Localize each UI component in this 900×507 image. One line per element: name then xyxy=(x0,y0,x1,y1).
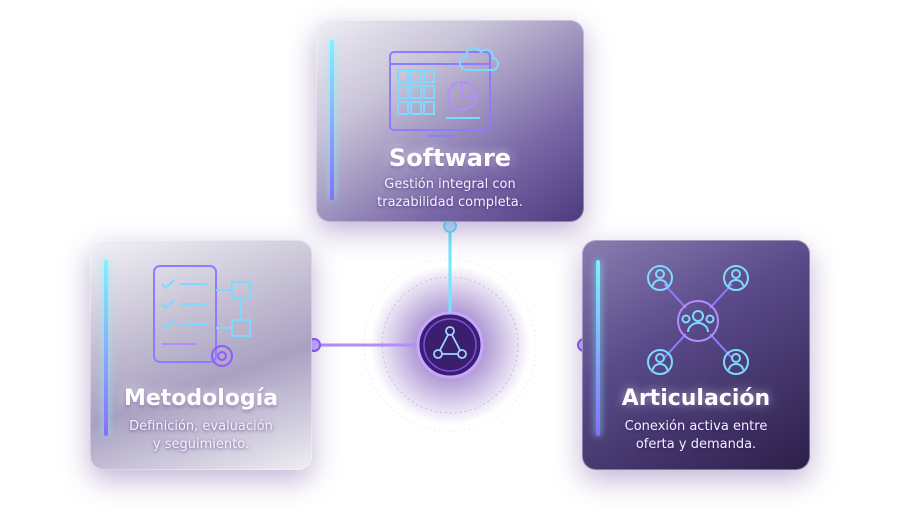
card-metodologia: Metodología Definición, evaluación y seg… xyxy=(90,240,312,470)
card-description-line-2: y seguimiento. xyxy=(152,437,250,452)
hub-node xyxy=(416,311,484,379)
card-description-line-2: trazabilidad completa. xyxy=(377,195,523,210)
card-description-line-1: Conexión activa entre xyxy=(624,419,768,434)
card-description-line-1: Gestión integral con xyxy=(384,177,516,192)
card-title: Metodología xyxy=(123,386,279,411)
card-articulacion: Articulación Conexión activa entre ofert… xyxy=(582,240,810,470)
card-software: Software Gestión integral con trazabilid… xyxy=(316,20,584,222)
card-description-line-1: Definición, evaluación xyxy=(129,419,273,434)
card-accent-bar xyxy=(596,260,600,436)
people-network-icon xyxy=(647,265,749,375)
dashboard-cloud-icon xyxy=(389,46,500,137)
card-title: Articulación xyxy=(621,386,771,411)
checklist-flow-icon xyxy=(153,265,251,367)
card-accent-bar xyxy=(330,40,334,200)
card-accent-bar xyxy=(104,260,108,436)
network-triangle-icon xyxy=(433,326,467,359)
card-title: Software xyxy=(388,144,512,172)
card-description-line-2: oferta y demanda. xyxy=(635,437,757,452)
